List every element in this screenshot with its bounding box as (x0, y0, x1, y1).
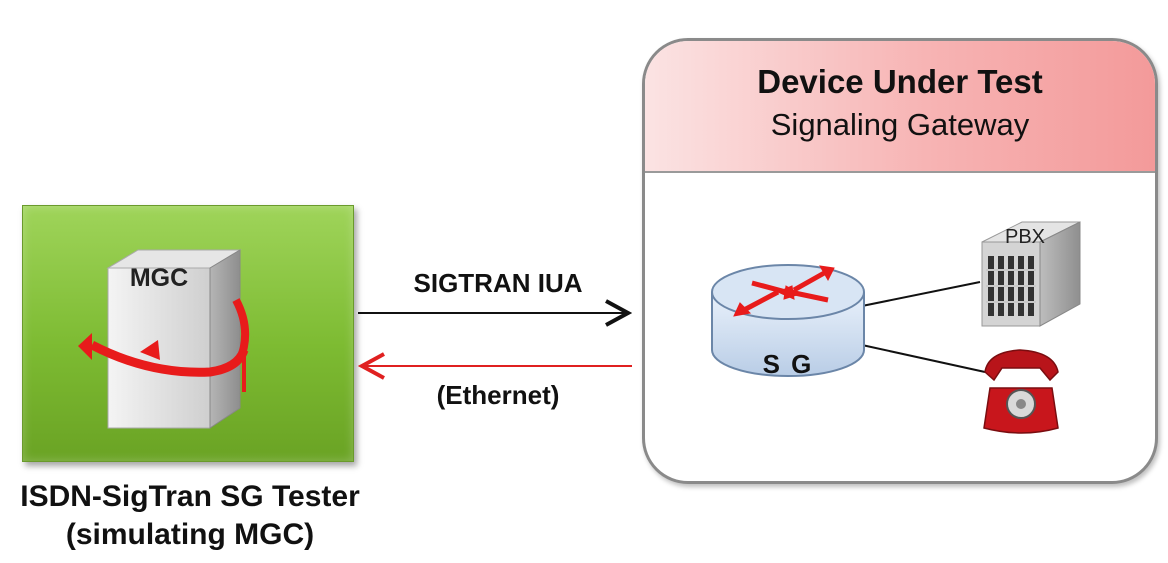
tester-caption-line1: ISDN-SigTran SG Tester (20, 480, 360, 513)
mgc-server-icon (78, 249, 250, 429)
sg-phone-link (861, 344, 986, 373)
tester-caption: ISDN-SigTran SG Tester (simulating MGC) (0, 478, 380, 554)
dut-header: Device Under Test Signaling Gateway (645, 41, 1155, 173)
dut-subtitle: Signaling Gateway (770, 107, 1030, 142)
tester-caption-line2: (simulating MGC) (65, 518, 315, 551)
transport-label: (Ethernet) (436, 380, 560, 410)
telephone-icon (983, 349, 1059, 434)
signaling-gateway-router-icon (711, 264, 865, 377)
sg-pbx-link (861, 281, 981, 307)
pbx-label: PBX (1004, 226, 1046, 248)
mgc-label: MGC (129, 264, 189, 292)
gateway-label: S G (762, 349, 814, 379)
protocol-label: SIGTRAN IUA (413, 268, 583, 298)
pbx-building-icon (981, 221, 1081, 327)
dut-title: Device Under Test (757, 63, 1043, 100)
